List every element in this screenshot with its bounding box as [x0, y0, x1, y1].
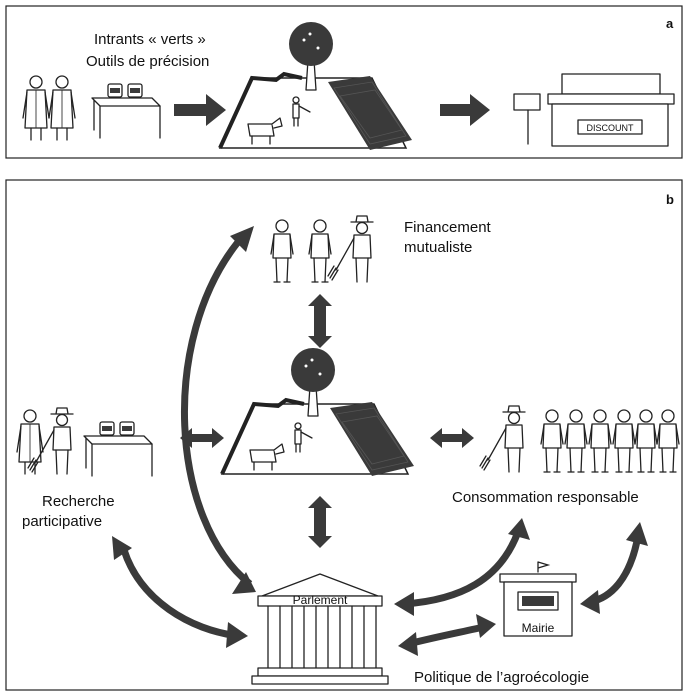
inputs-table-a: [91, 83, 161, 139]
panel-b-frame: [5, 179, 683, 691]
arrowhead-research: [112, 536, 132, 560]
arrowhead-parliament-research: [226, 622, 248, 648]
precision-tools-label: Outils de précision: [86, 53, 209, 70]
arrowhead-parliament-bottom: [398, 632, 418, 656]
farm-a: [218, 20, 414, 152]
scientists-group-a: [22, 75, 76, 141]
curved-arrows: [112, 226, 648, 656]
arrow-research-farm: [180, 428, 224, 448]
arrowhead-consumers-right: [626, 522, 648, 546]
research-label-line1: Recherche: [42, 493, 115, 510]
discount-store: DISCOUNT: [513, 73, 675, 147]
arc-townhall-parliament: [407, 622, 489, 648]
arrow-a-to-farm: [174, 94, 226, 126]
arrowhead-townhall-left: [476, 614, 496, 638]
policy-label: Politique de l’agroécologie: [414, 669, 589, 686]
arrow-financing-farm: [308, 294, 332, 348]
arrowhead-financing: [230, 226, 254, 252]
arc-consumers-parliament: [403, 530, 522, 608]
town-hall-label: Mairie: [522, 621, 555, 635]
consumers-group: [479, 405, 680, 473]
panel-a-frame: [5, 5, 683, 159]
panel-a-letter: a: [666, 16, 674, 31]
consumption-label: Consommation responsable: [452, 489, 639, 506]
farm-b: [220, 346, 416, 478]
panel-b-letter: b: [666, 192, 674, 207]
arrowhead-consumers: [508, 518, 530, 540]
arrow-farm-consumers: [430, 428, 474, 448]
inputs-label: Intrants « verts »: [94, 31, 206, 48]
research-label-line2: participative: [22, 513, 102, 530]
arc-parliament-financing: [180, 239, 253, 587]
arrowhead-parliament-right: [394, 592, 414, 616]
arrow-a-to-store: [440, 94, 490, 126]
financing-label-line2: mutualiste: [404, 239, 472, 256]
discount-sign: DISCOUNT: [587, 123, 635, 133]
arc-research-parliament: [120, 548, 239, 640]
parliament-building: [251, 573, 389, 685]
arrowhead-townhall: [580, 590, 600, 614]
parliament-label: Parlement: [293, 593, 348, 607]
arrowhead-parliament-left: [232, 572, 256, 594]
inputs-table-b: [83, 421, 153, 477]
town-hall: [499, 561, 577, 637]
arrow-farm-parliament: [308, 496, 332, 548]
research-group: [16, 407, 74, 475]
citizens-group-top: [270, 215, 374, 283]
financing-label-line1: Financement: [404, 219, 492, 236]
